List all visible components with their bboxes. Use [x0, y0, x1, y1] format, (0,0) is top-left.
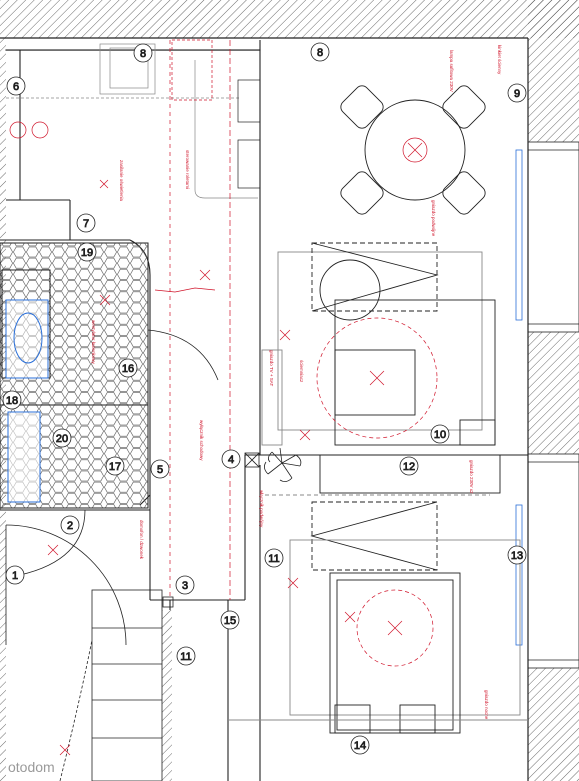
- svg-text:wyłącznik schodowy: wyłącznik schodowy: [199, 420, 204, 461]
- kitchen: [6, 43, 261, 199]
- svg-text:19: 19: [81, 247, 93, 259]
- room-number: 15: [220, 610, 240, 630]
- svg-text:wentylator łazienkowy: wentylator łazienkowy: [91, 320, 96, 365]
- svg-text:15: 15: [224, 615, 236, 627]
- room-number: 3: [175, 575, 195, 595]
- room-number: 14: [350, 735, 370, 755]
- svg-text:8: 8: [140, 48, 146, 60]
- room-number: 19: [77, 242, 97, 262]
- svg-text:10: 10: [434, 429, 446, 441]
- room-number: 18: [2, 390, 22, 410]
- room-number: 17: [105, 456, 125, 476]
- room-number: 1: [5, 565, 25, 585]
- svg-text:6: 6: [13, 81, 19, 93]
- svg-text:12: 12: [403, 461, 415, 473]
- svg-text:gniazdo nocne: gniazdo nocne: [484, 690, 489, 720]
- electrical-markup: [9, 39, 438, 756]
- room-number: 2: [60, 515, 80, 535]
- room-number: 10: [430, 424, 450, 444]
- plant-icon: [264, 447, 302, 482]
- room-number: 6: [6, 76, 26, 96]
- svg-text:11: 11: [268, 553, 279, 565]
- svg-text:zasilanie oświetlenia: zasilanie oświetlenia: [119, 160, 124, 202]
- bedroom-furniture: [228, 454, 528, 734]
- svg-text:13: 13: [511, 550, 523, 562]
- svg-text:1: 1: [12, 570, 18, 582]
- svg-text:18: 18: [6, 395, 18, 407]
- room-number: 11: [264, 548, 284, 568]
- svg-text:2: 2: [67, 520, 73, 532]
- room-number: 20: [52, 428, 72, 448]
- svg-text:20: 20: [56, 433, 68, 445]
- svg-text:gniazdo TV + SAT: gniazdo TV + SAT: [269, 350, 274, 386]
- stairs: [59, 589, 163, 781]
- watermark: otodom: [8, 759, 55, 775]
- svg-text:włącznik podwójny: włącznik podwójny: [259, 490, 264, 528]
- room-number: 7: [76, 213, 96, 233]
- svg-text:domofon / dzwonek: domofon / dzwonek: [139, 520, 144, 560]
- svg-text:gniazdo 230V x2: gniazdo 230V x2: [469, 460, 474, 494]
- svg-text:4: 4: [228, 454, 234, 466]
- room-numbers: 1 2 3 4 5 6 7 8 8 9 10 11 11 12 13 14 15…: [2, 42, 527, 755]
- dining-table: [340, 85, 486, 215]
- electrical-annotations: lampa sufitowa 230V gniazdo podwójne zas…: [91, 45, 502, 720]
- room-number: 11: [176, 646, 196, 666]
- doors: [5, 452, 260, 646]
- room-number: 8: [133, 43, 153, 63]
- room-number: 12: [399, 456, 419, 476]
- room-number: 8: [310, 42, 330, 62]
- svg-text:ściemniacz: ściemniacz: [299, 360, 304, 383]
- svg-text:sterowanie roletami: sterowanie roletami: [185, 150, 190, 189]
- room-number: 4: [221, 449, 241, 469]
- room-number: 9: [507, 83, 527, 103]
- svg-text:gniazdo podwójne: gniazdo podwójne: [431, 200, 436, 237]
- svg-text:11: 11: [180, 651, 191, 663]
- svg-text:kinkiet ścienny: kinkiet ścienny: [497, 45, 502, 75]
- svg-text:14: 14: [354, 740, 366, 752]
- room-number: 16: [118, 358, 138, 378]
- room-number: 13: [507, 545, 527, 565]
- svg-text:5: 5: [157, 464, 163, 476]
- windows: [515, 141, 579, 669]
- room-number: 5: [150, 459, 170, 479]
- svg-text:3: 3: [182, 580, 188, 592]
- svg-text:17: 17: [109, 461, 121, 473]
- svg-text:9: 9: [514, 88, 520, 100]
- svg-text:7: 7: [83, 218, 89, 230]
- svg-text:16: 16: [122, 363, 134, 375]
- svg-text:lampa sufitowa 230V: lampa sufitowa 230V: [449, 50, 454, 92]
- living-furniture: [261, 242, 496, 446]
- svg-text:8: 8: [317, 47, 323, 59]
